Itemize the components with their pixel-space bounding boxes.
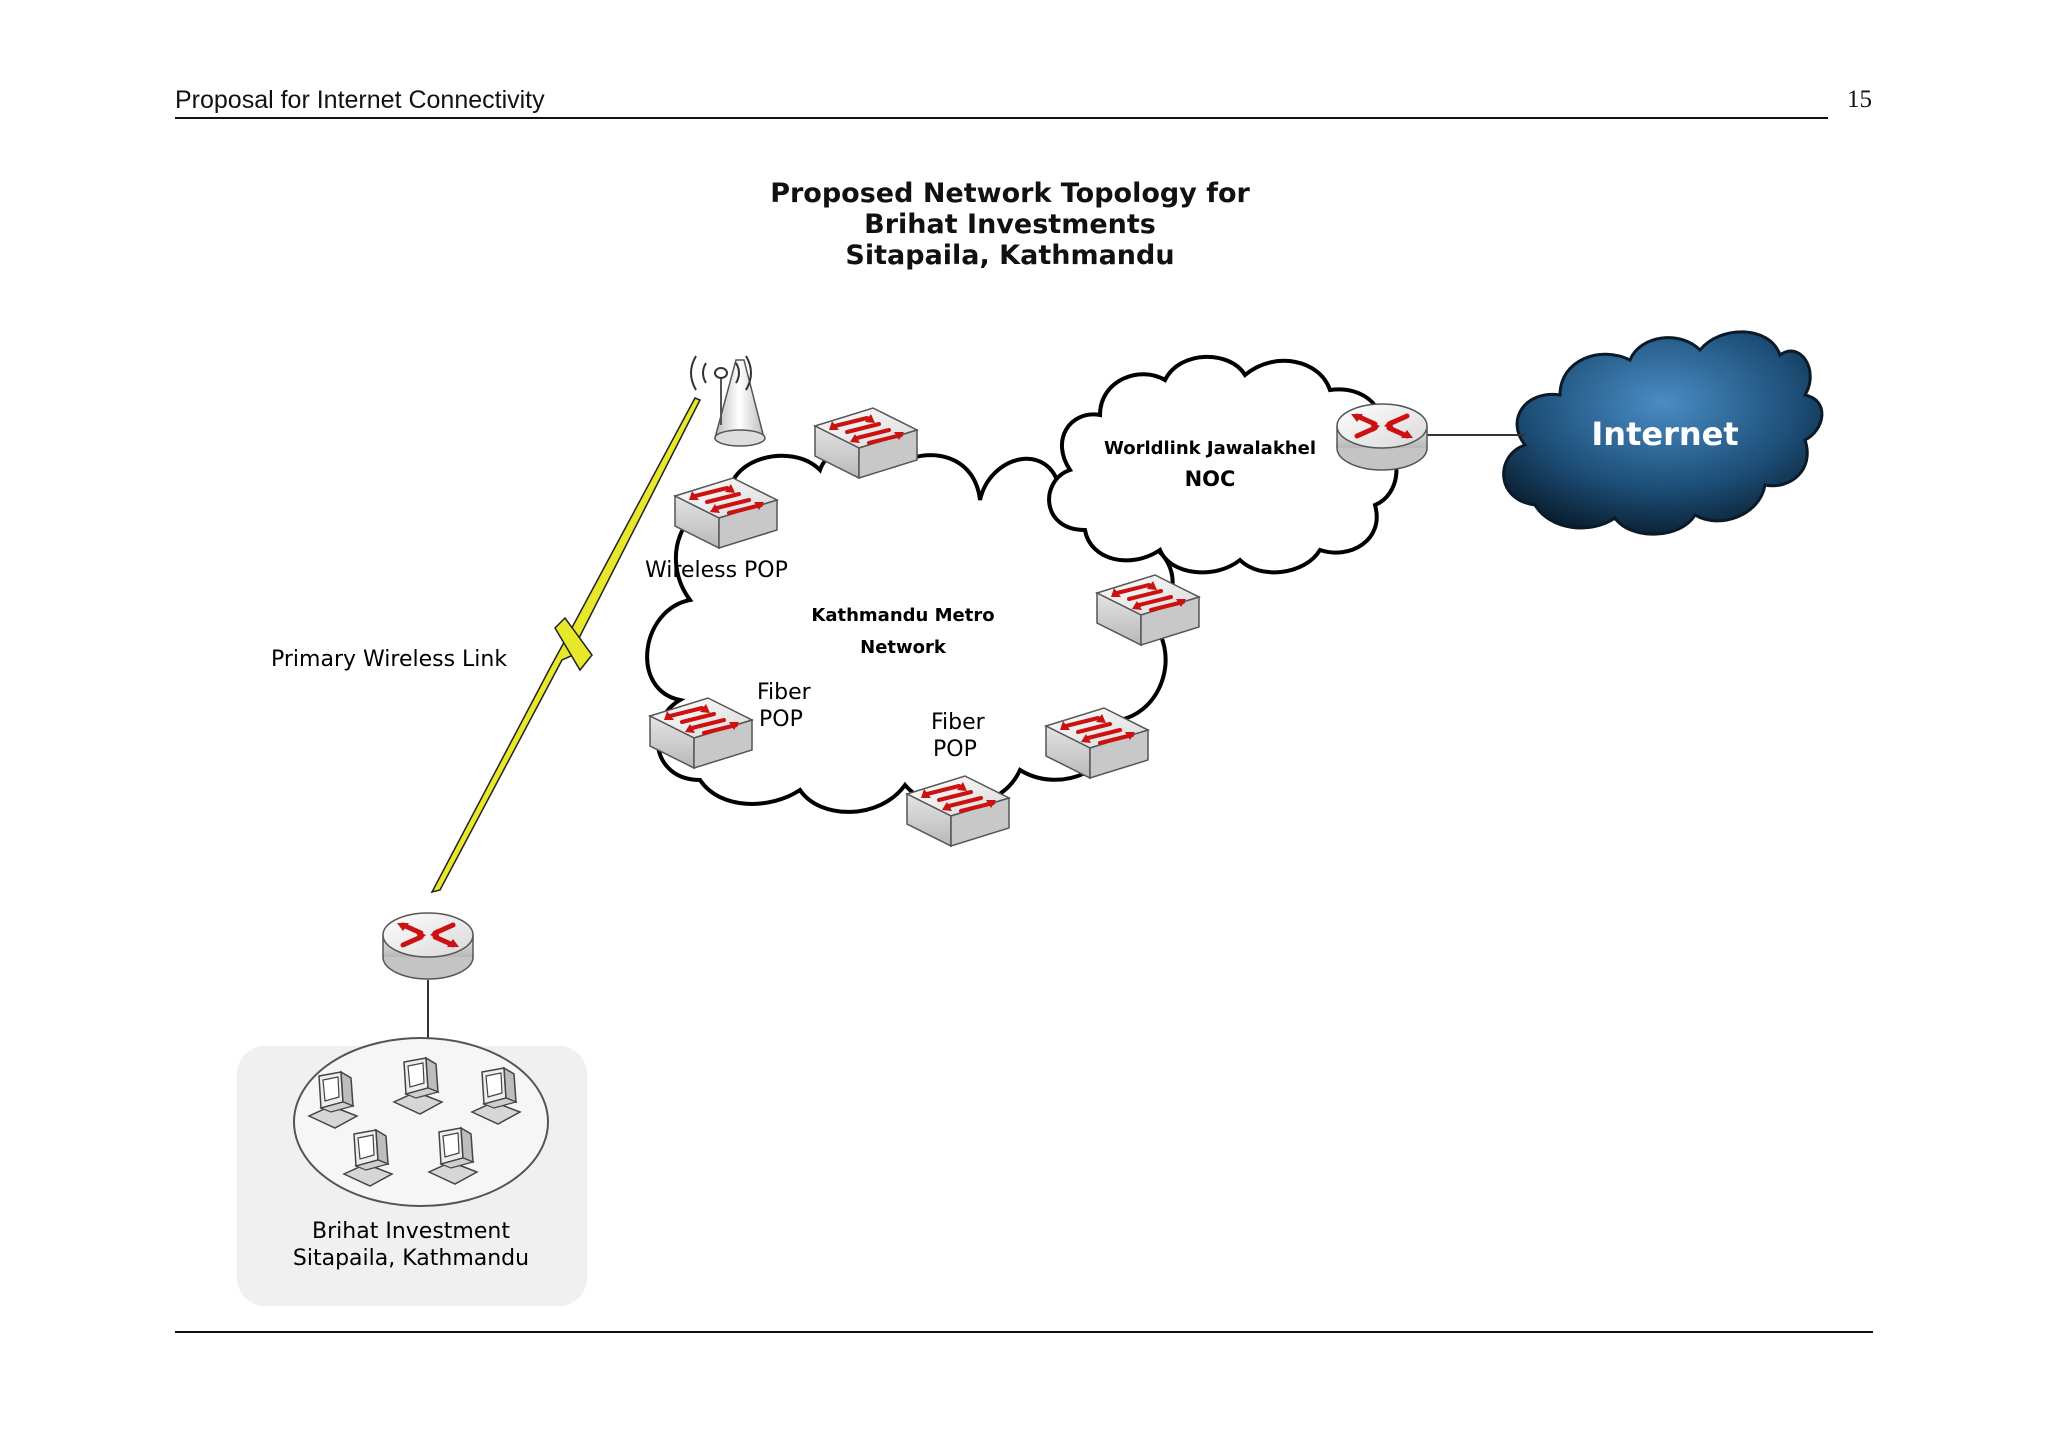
diagram-title-line-1: Proposed Network Topology for <box>770 178 1250 209</box>
fiber-pop-left-label-line-1: Fiber <box>757 680 812 705</box>
fiber-pop-bottom-label-line-2: POP <box>933 737 977 762</box>
router-icon <box>383 913 473 979</box>
diagram-title-line-3: Sitapaila, Kathmandu <box>845 240 1175 271</box>
router-icon <box>1337 404 1427 470</box>
diagram-title: Proposed Network Topology for Brihat Inv… <box>700 178 1320 271</box>
footer-rule <box>175 1331 1873 1333</box>
primary-wireless-link <box>430 397 702 894</box>
metro-network-label-line-1: Kathmandu Metro <box>811 605 994 626</box>
diagram-title-line-2: Brihat Investments <box>864 209 1156 240</box>
noc-label-line-1: Worldlink Jawalakhel <box>1104 438 1316 459</box>
client-site: Brihat Investment Sitapaila, Kathmandu <box>237 1037 587 1306</box>
header-rule <box>175 117 1828 119</box>
client-site-label-line-2: Sitapaila, Kathmandu <box>293 1246 529 1271</box>
wireless-pop-label: Wireless POP <box>645 558 788 583</box>
fiber-pop-bottom-label-line-1: Fiber <box>931 710 986 735</box>
antenna-icon <box>690 355 752 425</box>
worldlink-noc-cloud <box>1047 354 1399 575</box>
page-header-title: Proposal for Internet Connectivity <box>175 86 545 114</box>
primary-wireless-link-label: Primary Wireless Link <box>271 647 507 672</box>
metro-network-label-line-2: Network <box>860 637 947 658</box>
client-site-label-line-1: Brihat Investment <box>312 1219 510 1244</box>
page-number: 15 <box>1847 86 1872 113</box>
fiber-pop-left-label-line-2: POP <box>759 707 803 732</box>
noc-label-line-2: NOC <box>1185 467 1236 491</box>
wireless-tower <box>673 359 779 550</box>
internet-cloud: Internet <box>1502 330 1824 536</box>
internet-label: Internet <box>1591 415 1738 453</box>
